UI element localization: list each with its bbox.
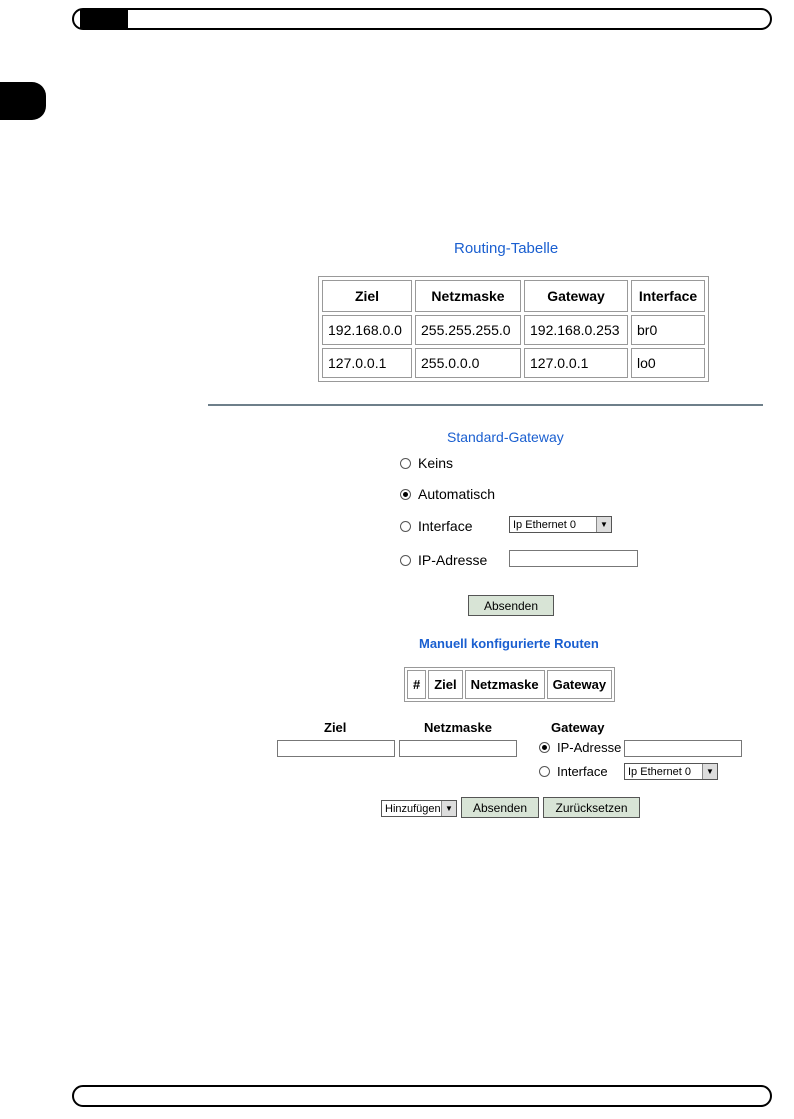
gateway-option-interface[interactable]: Interface (400, 518, 472, 534)
radio-auto[interactable] (400, 488, 411, 500)
standard-gateway-title: Standard-Gateway (447, 429, 564, 445)
manual-routes-header-row: # Ziel Netzmaske Gateway (407, 670, 613, 699)
radio-ip[interactable] (400, 554, 411, 566)
routing-cell: 255.0.0.0 (415, 348, 521, 378)
manual-header-ziel: Ziel (428, 670, 463, 699)
gateway-option-interface-label: Interface (418, 518, 473, 534)
route-ziel-input[interactable] (277, 740, 395, 757)
route-interface-select[interactable]: Ip Ethernet 0 ▼ (624, 763, 718, 780)
gateway-option-none[interactable]: Keins (400, 455, 453, 471)
manual-routes-table: # Ziel Netzmaske Gateway (404, 667, 616, 702)
chevron-down-icon[interactable]: ▼ (596, 517, 611, 532)
route-ziel-label: Ziel (324, 720, 347, 735)
manual-header-netzmaske: Netzmaske (464, 670, 545, 699)
manual-header-gateway: Gateway (546, 670, 613, 699)
chevron-down-icon[interactable]: ▼ (441, 801, 456, 816)
route-action-select-value: Hinzufügen (385, 802, 441, 815)
table-row: 192.168.0.0 255.255.255.0 192.168.0.253 … (322, 315, 705, 345)
route-netzmaske-input[interactable] (399, 740, 517, 757)
routing-table-title: Routing-Tabelle (454, 240, 559, 257)
chevron-down-icon[interactable]: ▼ (702, 764, 717, 779)
manual-routes-title: Manuell konfigurierte Routen (419, 636, 599, 651)
route-gateway-option-ip-label: IP-Adresse (557, 740, 622, 755)
gateway-option-ip-label: IP-Adresse (418, 552, 488, 568)
routing-header-gateway: Gateway (524, 280, 628, 312)
radio-none[interactable] (400, 457, 411, 469)
radio-route-ip[interactable] (539, 742, 550, 753)
gateway-option-ip[interactable]: IP-Adresse (400, 552, 487, 568)
routing-cell: 192.168.0.0 (322, 315, 412, 345)
side-chapter-tab (0, 82, 46, 120)
table-row: 127.0.0.1 255.0.0.0 127.0.0.1 lo0 (322, 348, 705, 378)
routing-cell: 255.255.255.0 (415, 315, 521, 345)
radio-route-interface[interactable] (539, 766, 550, 777)
route-gateway-option-ip[interactable]: IP-Adresse (539, 740, 621, 755)
gateway-interface-select[interactable]: Ip Ethernet 0 ▼ (509, 516, 612, 533)
route-gateway-ip-input[interactable] (624, 740, 742, 757)
gateway-option-auto[interactable]: Automatisch (400, 486, 495, 502)
route-submit-button[interactable]: Absenden (461, 797, 539, 818)
routing-cell: 127.0.0.1 (524, 348, 628, 378)
route-reset-button[interactable]: Zurücksetzen (543, 797, 640, 818)
route-gateway-option-interface[interactable]: Interface (539, 764, 608, 779)
routing-cell: 127.0.0.1 (322, 348, 412, 378)
routing-cell: br0 (631, 315, 705, 345)
routing-cell: 192.168.0.253 (524, 315, 628, 345)
route-interface-select-value: Ip Ethernet 0 (628, 765, 691, 778)
gateway-option-auto-label: Automatisch (418, 486, 496, 502)
routing-table: Ziel Netzmaske Gateway Interface 192.168… (318, 276, 709, 382)
gateway-option-none-label: Keins (418, 455, 454, 471)
route-gateway-label: Gateway (551, 720, 605, 735)
route-netzmaske-label: Netzmaske (424, 720, 492, 735)
bottom-page-rule (72, 1085, 772, 1107)
gateway-submit-button[interactable]: Absenden (468, 595, 554, 616)
route-action-select[interactable]: Hinzufügen ▼ (381, 800, 457, 817)
routing-table-header-row: Ziel Netzmaske Gateway Interface (322, 280, 705, 312)
routing-cell: lo0 (631, 348, 705, 378)
gateway-interface-select-value: Ip Ethernet 0 (513, 518, 576, 531)
routing-header-ziel: Ziel (322, 280, 412, 312)
route-gateway-option-interface-label: Interface (557, 764, 608, 779)
gateway-ip-input[interactable] (509, 550, 638, 567)
manual-header-index: # (407, 670, 427, 699)
top-page-rule (72, 8, 772, 30)
top-page-tab (80, 10, 128, 28)
section-divider (208, 404, 763, 406)
routing-header-netzmaske: Netzmaske (415, 280, 521, 312)
radio-interface[interactable] (400, 520, 411, 532)
routing-header-interface: Interface (631, 280, 705, 312)
